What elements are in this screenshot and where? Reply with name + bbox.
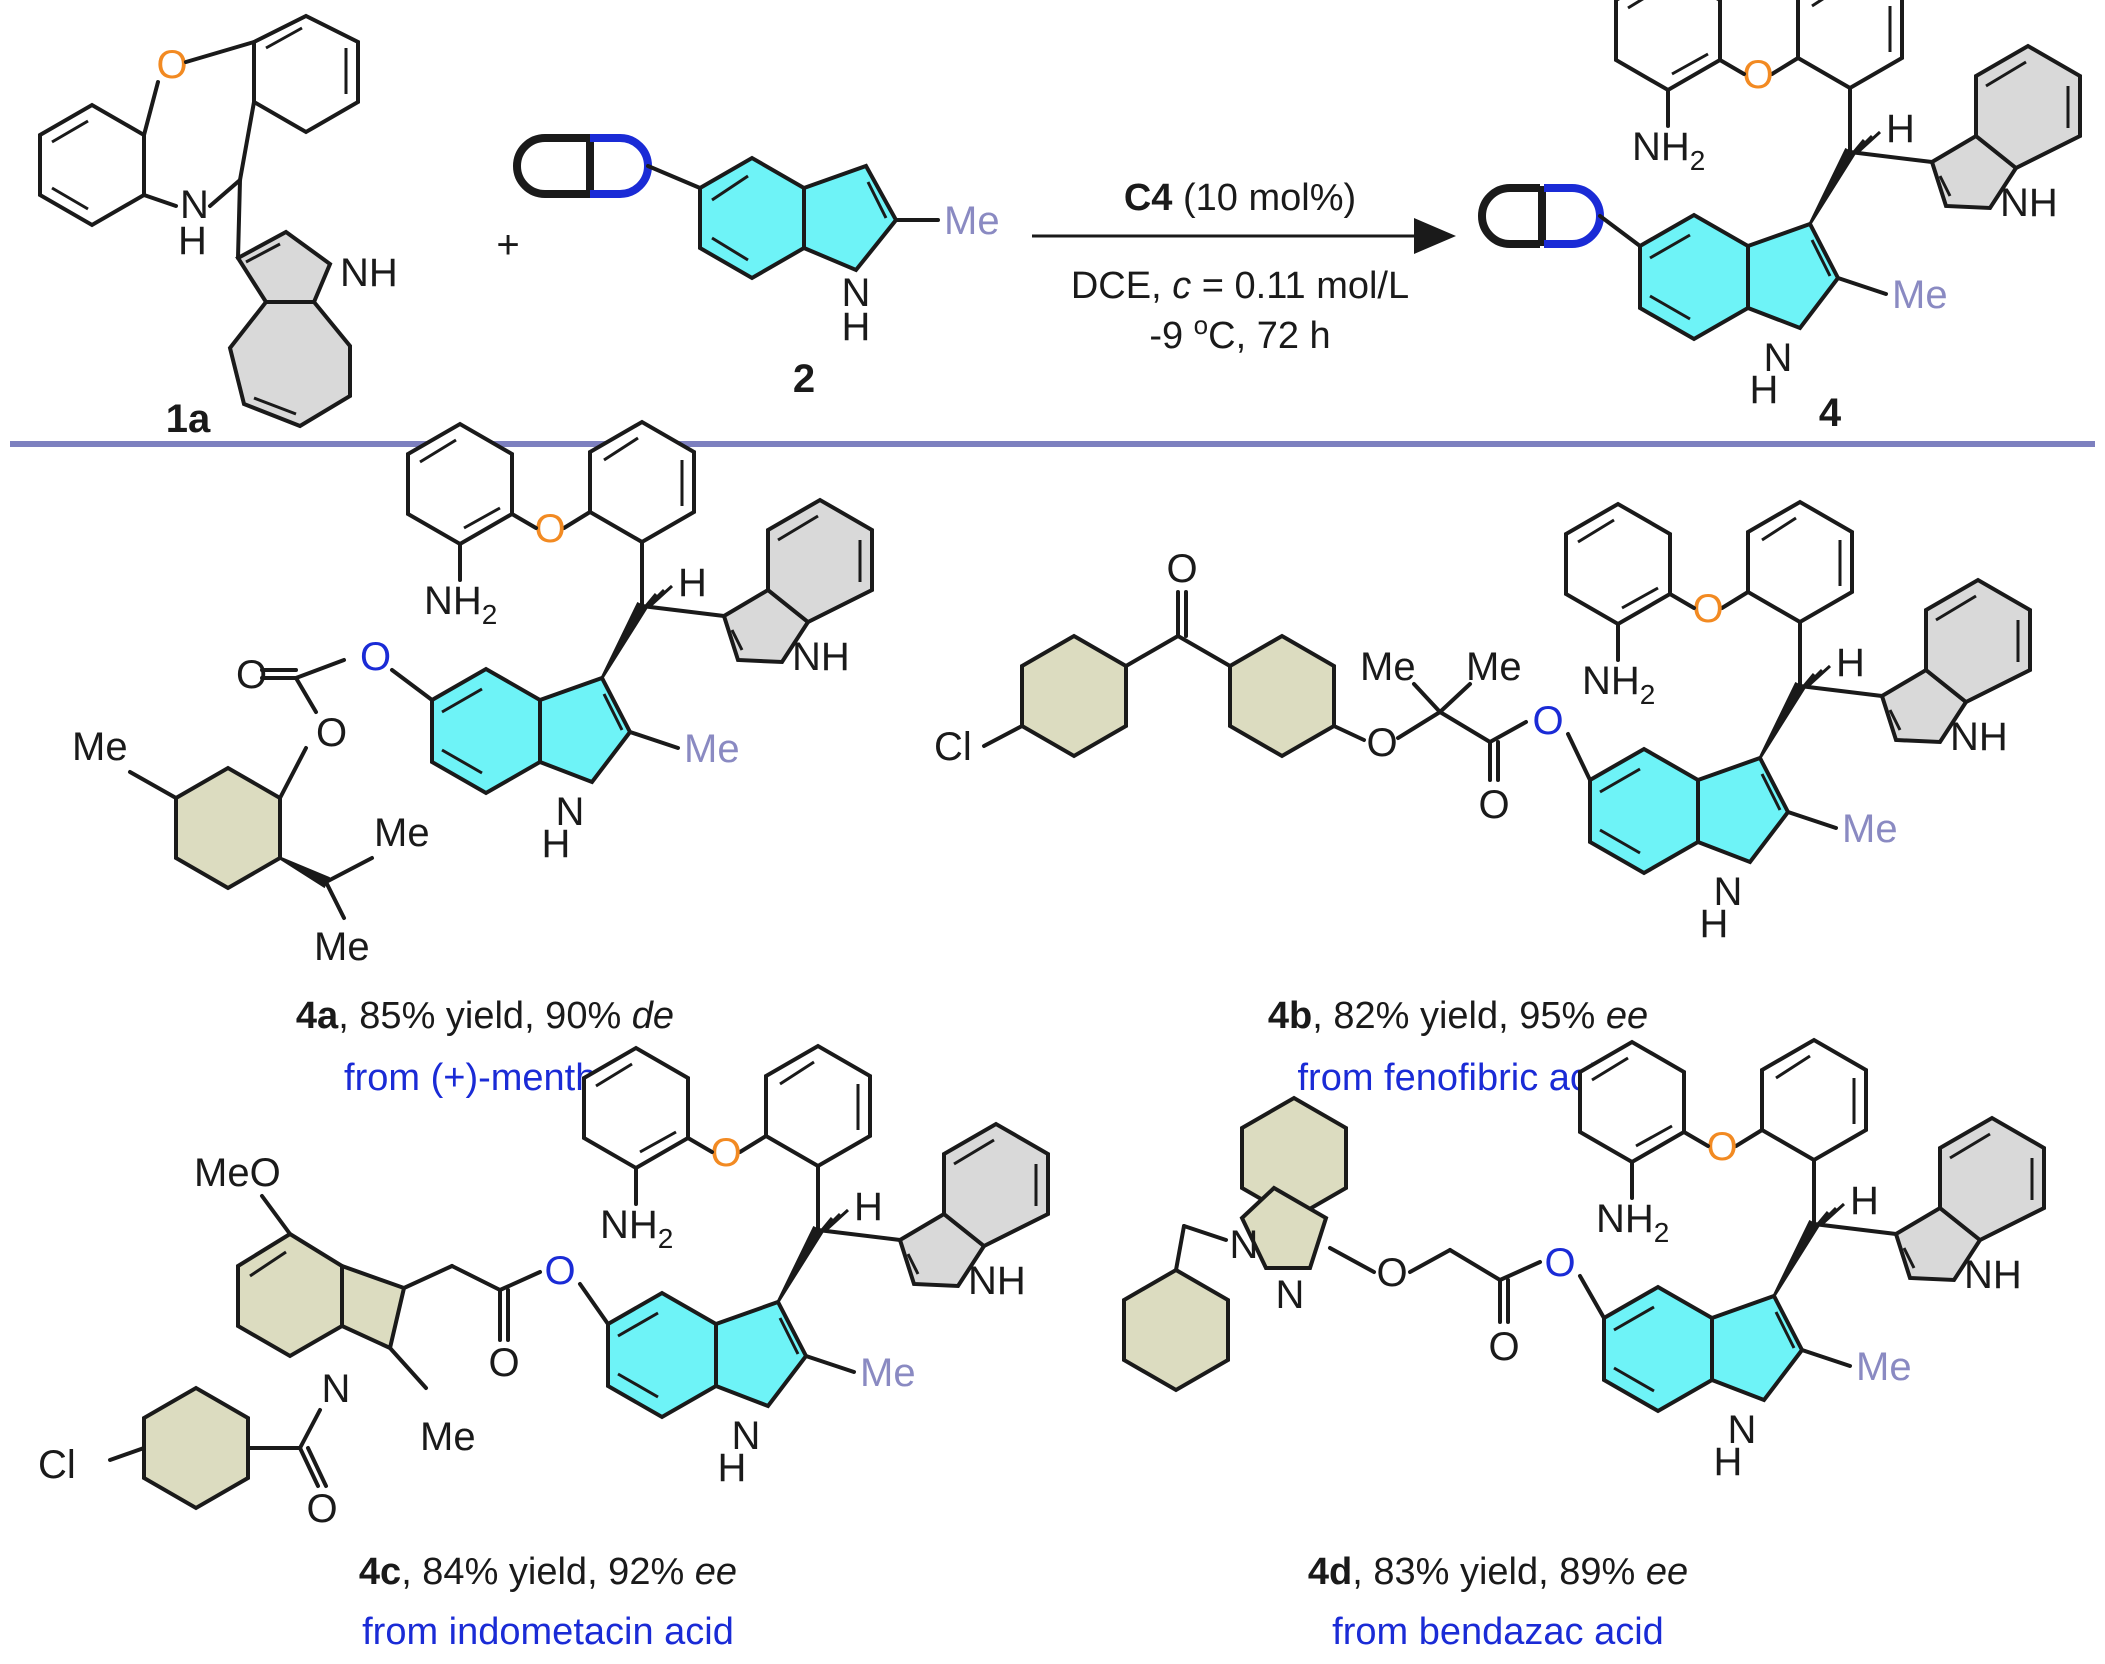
product-4d: N N O O O 4d, 83% yield, 89% ee from ben…: [1122, 1038, 2046, 1653]
svg-text:Me: Me: [944, 199, 1000, 243]
svg-text:O: O: [1166, 547, 1197, 591]
svg-text:Me: Me: [314, 925, 370, 969]
product-4a: Me O O O Me Me 4a, 85% yield, 90% de fro…: [72, 420, 874, 1099]
svg-text:O: O: [360, 635, 391, 679]
svg-text:from fenofibric acid: from fenofibric acid: [1297, 1057, 1618, 1099]
svg-text:2: 2: [793, 357, 815, 401]
svg-text:from (+)-menthol: from (+)-menthol: [344, 1057, 626, 1099]
svg-text:O: O: [1488, 1325, 1519, 1369]
svg-text:O: O: [316, 711, 347, 755]
svg-text:4a, 85% yield, 90% de: 4a, 85% yield, 90% de: [296, 995, 674, 1037]
svg-text:O: O: [1532, 699, 1563, 743]
reactant-1a: O N H NH 1a: [38, 13, 398, 441]
svg-text:Me: Me: [1360, 645, 1416, 689]
svg-text:O: O: [236, 653, 267, 697]
svg-text:Me: Me: [1466, 645, 1522, 689]
svg-text:from indometacin acid: from indometacin acid: [362, 1611, 734, 1653]
reaction-arrow: C4 (10 mol%) DCE, c = 0.11 mol/L -9 oC, …: [1032, 177, 1456, 357]
svg-text:MeO: MeO: [194, 1151, 281, 1195]
svg-text:N: N: [180, 183, 209, 227]
svg-text:O: O: [306, 1487, 337, 1531]
svg-text:Cl: Cl: [38, 1443, 76, 1487]
svg-text:N: N: [842, 271, 871, 315]
svg-text:N: N: [1276, 1273, 1305, 1317]
svg-text:O: O: [1376, 1251, 1407, 1295]
svg-text:-9 oC, 72 h: -9 oC, 72 h: [1149, 310, 1330, 357]
svg-text:from bendazac acid: from bendazac acid: [1332, 1611, 1664, 1653]
svg-text:4c, 84% yield, 92% ee: 4c, 84% yield, 92% ee: [359, 1551, 737, 1593]
svg-text:4b, 82% yield, 95% ee: 4b, 82% yield, 95% ee: [1268, 995, 1648, 1037]
svg-text:DCE, c = 0.11 mol/L: DCE, c = 0.11 mol/L: [1071, 265, 1409, 307]
product-4b: Cl O O Me Me O O 4b, 82% yield, 95% ee f…: [934, 500, 2032, 1099]
svg-text:NH: NH: [340, 251, 398, 295]
svg-text:1a: 1a: [166, 397, 211, 441]
svg-text:N: N: [1230, 1223, 1259, 1267]
product-4c: MeO N Me O O O Cl 4c, 84% yield, 92% ee …: [38, 1044, 1050, 1653]
svg-text:4d, 83% yield, 89% ee: 4d, 83% yield, 89% ee: [1308, 1551, 1688, 1593]
svg-text:C4 (10 mol%): C4 (10 mol%): [1124, 177, 1356, 219]
svg-text:Me: Me: [374, 811, 430, 855]
svg-text:O: O: [156, 43, 187, 87]
svg-text:Me: Me: [420, 1415, 476, 1459]
plus-sign: +: [496, 223, 519, 267]
svg-text:N: N: [322, 1367, 351, 1411]
svg-text:O: O: [1544, 1241, 1575, 1285]
svg-text:O: O: [1478, 783, 1509, 827]
svg-text:H: H: [178, 219, 207, 263]
svg-text:Cl: Cl: [934, 725, 972, 769]
product-4: 4: [1478, 0, 2082, 435]
svg-text:O: O: [544, 1249, 575, 1293]
svg-text:O: O: [488, 1341, 519, 1385]
svg-text:4: 4: [1819, 391, 1842, 435]
reactant-2: Me N H 2: [513, 134, 1000, 401]
svg-text:Me: Me: [72, 725, 128, 769]
svg-text:H: H: [842, 305, 871, 349]
svg-text:O: O: [1366, 721, 1397, 765]
